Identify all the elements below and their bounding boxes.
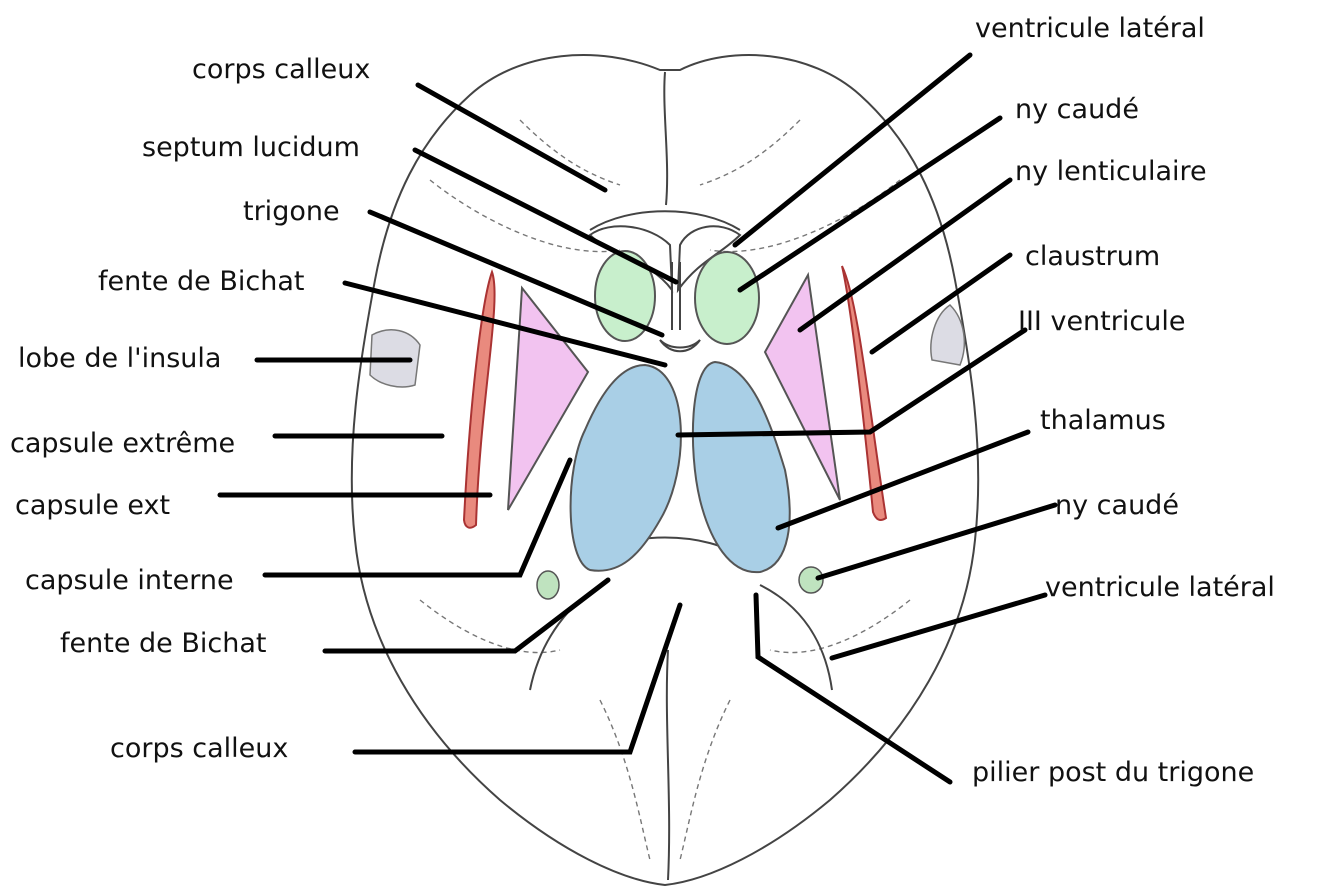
posterior-horn-right (760, 585, 832, 690)
caudate-head-right (695, 252, 759, 344)
claustrum-right (842, 266, 886, 520)
label-fente-bichat-bottom: fente de Bichat (60, 628, 266, 660)
leader-ny-caude-top (740, 118, 1000, 290)
longitudinal-fissure-back (667, 650, 669, 880)
leader-ny-caude-bottom (818, 505, 1055, 578)
claustrum-left (464, 272, 495, 528)
leader-corps-calleux-bottom (355, 605, 680, 752)
leader-pilier-post-trigone (756, 595, 950, 782)
label-trigone: trigone (243, 196, 340, 228)
label-corps-calleux-bottom: corps calleux (110, 733, 288, 765)
leader-ny-lenticulaire (800, 180, 1010, 330)
label-pilier-post-trigone: pilier post du trigone (972, 757, 1254, 789)
caudate-tail-left (537, 571, 559, 599)
label-ny-lenticulaire: ny lenticulaire (1015, 156, 1207, 188)
leader-fente-bichat-bottom (325, 580, 608, 651)
leader-corps-calleux-top (418, 85, 605, 190)
label-iii-ventricule: III ventricule (1018, 306, 1185, 338)
label-thalamus: thalamus (1040, 405, 1166, 437)
label-ventricule-lateral-top: ventricule latéral (975, 13, 1205, 45)
label-ny-caude-bottom: ny caudé (1055, 490, 1179, 522)
label-lobe-insula: lobe de l'insula (18, 343, 221, 375)
label-capsule-interne: capsule interne (25, 565, 234, 597)
longitudinal-fissure-front (664, 72, 667, 205)
label-capsule-ext: capsule ext (15, 490, 170, 522)
label-ventricule-lateral-bottom: ventricule latéral (1045, 572, 1275, 604)
label-capsule-extreme: capsule extrême (10, 428, 235, 460)
thalamus-left (571, 365, 681, 571)
leader-septum-lucidum (415, 150, 676, 282)
label-ny-caude-top: ny caudé (1015, 94, 1139, 126)
leader-ventricule-lateral-bottom (832, 595, 1045, 658)
label-septum-lucidum: septum lucidum (142, 132, 360, 164)
thalamus-right (693, 362, 790, 572)
insula-right (931, 305, 964, 365)
label-claustrum: claustrum (1025, 241, 1160, 273)
fornix (660, 340, 700, 351)
label-fente-bichat-top: fente de Bichat (98, 266, 304, 298)
label-corps-calleux-top: corps calleux (192, 54, 370, 86)
